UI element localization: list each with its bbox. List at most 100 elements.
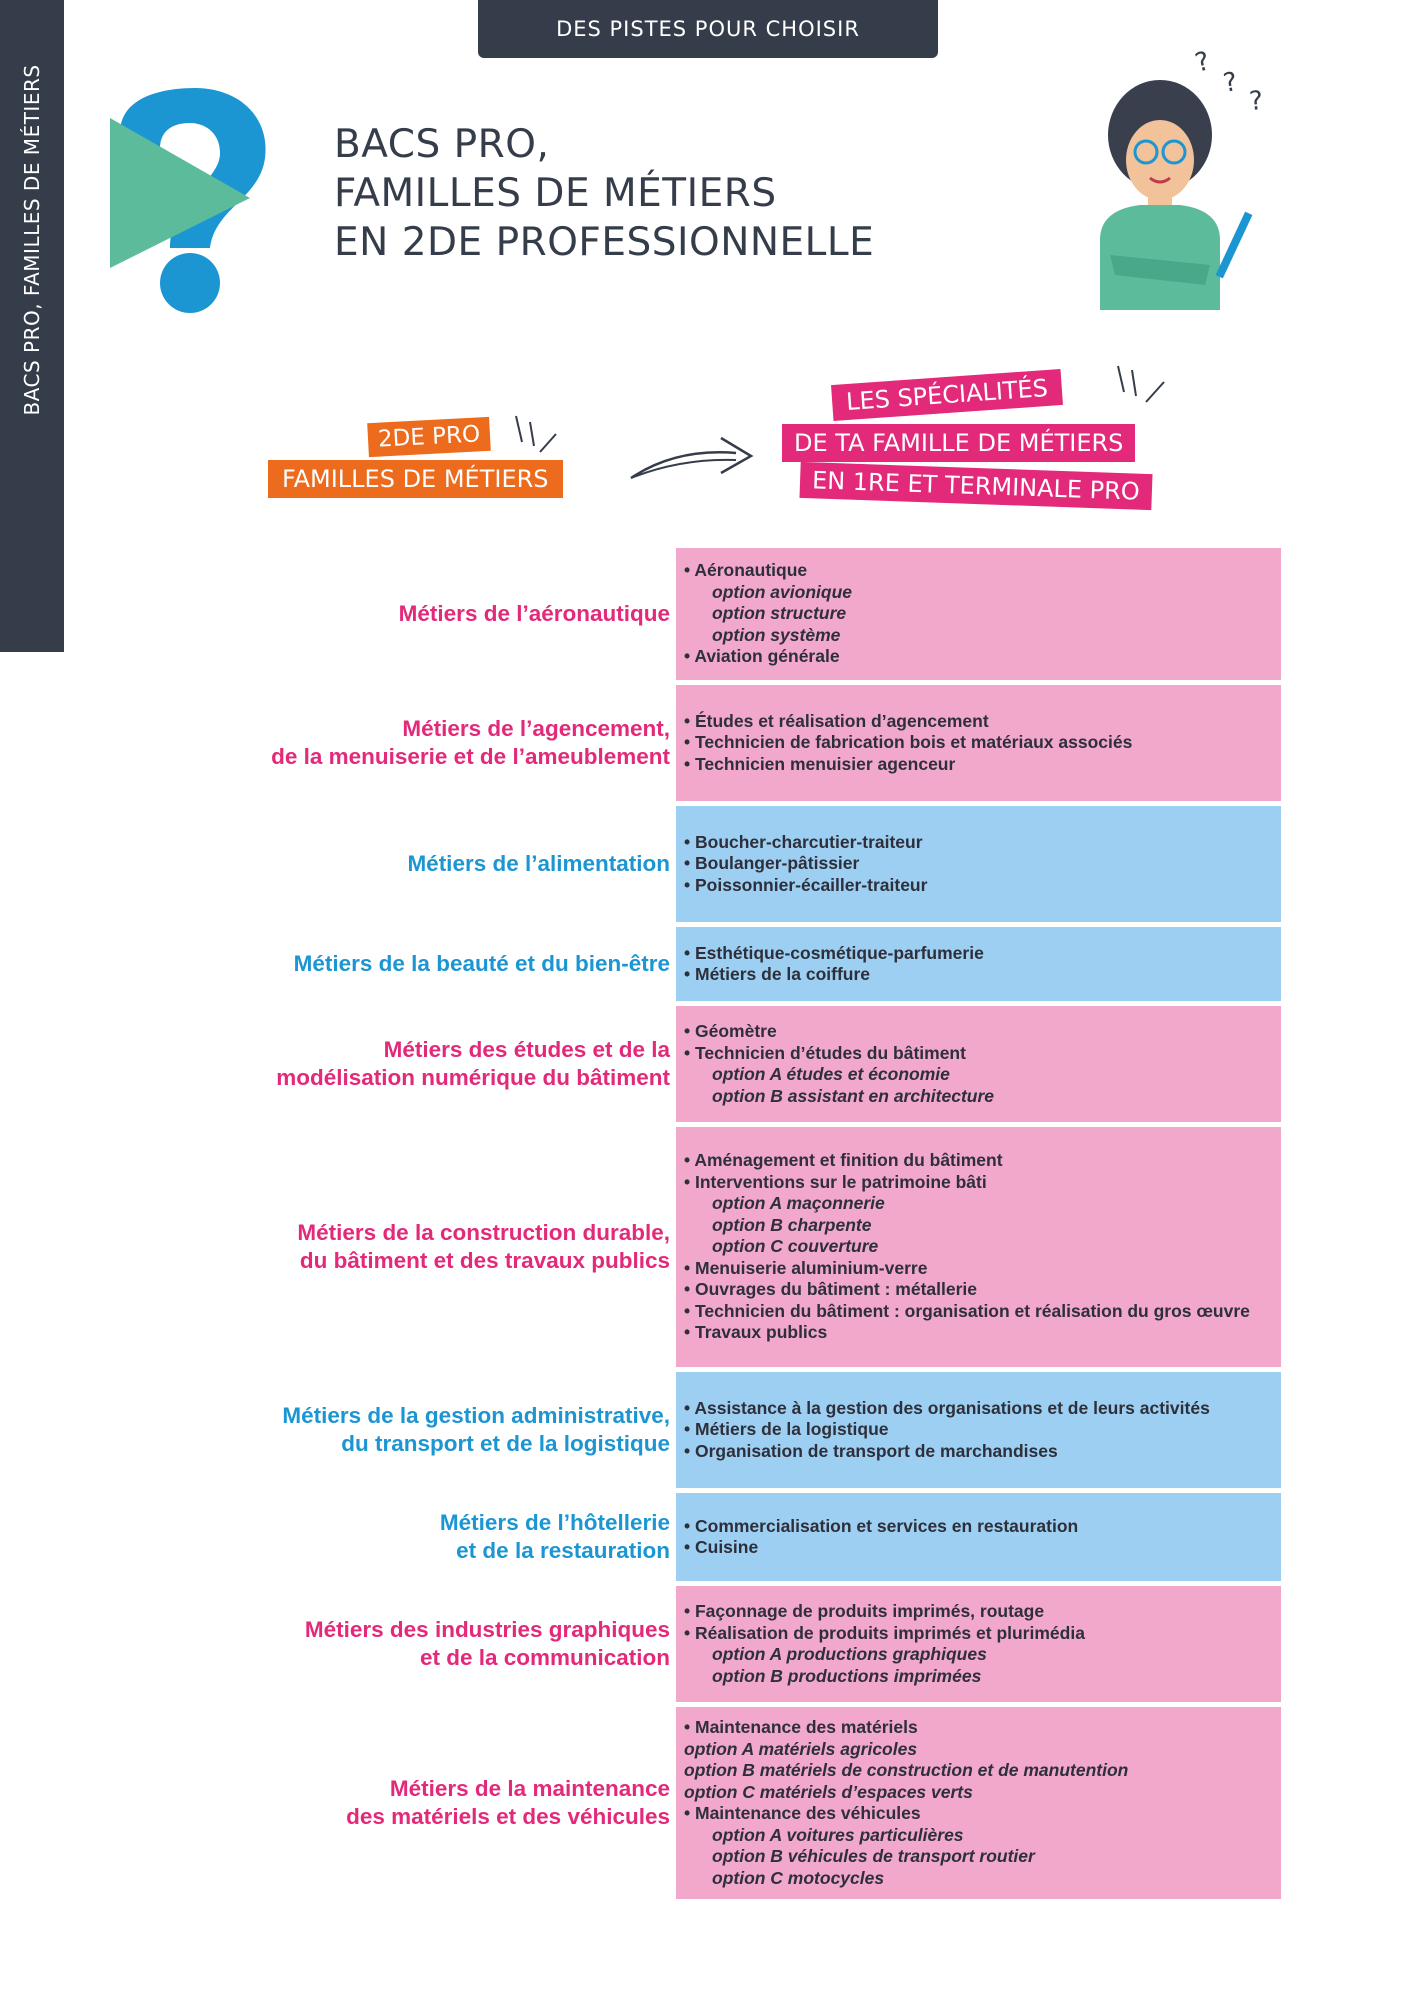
family-label: Métiers de la maintenance des matériels e… [346,1775,670,1831]
speciality-item: • Métiers de la coiffure [684,964,871,984]
emphasis-ticks-icon [515,415,557,453]
family-label: Métiers de la gestion administrative,du … [282,1402,670,1458]
family-label-line: Métiers de l’alimentation [407,851,670,876]
speciality-option: option B charpente [712,1214,872,1235]
family-row: Métiers de l’hôtellerie et de la restaura… [0,1493,1414,1581]
specialities-list: • Études et réalisation d’agencement• Te… [684,711,1273,776]
speciality-option: option A voitures particulières [712,1824,964,1845]
specialities-box: • Esthétique-cosmétique-parfumerie• Méti… [676,927,1281,1001]
family-label-line: Métiers de l’agencement, [402,716,670,741]
family-label: Métiers de la construction durable, du bâ… [297,1219,670,1275]
speciality-item: • Commercialisation et services en resta… [684,1515,1079,1536]
family-label-line: modélisation numérique du bâtiment [276,1065,670,1090]
speciality-item: • Technicien menuisier agenceur [684,753,956,774]
family-row: Métiers de l’agencement,de la menuiserie… [0,685,1414,801]
speciality-option: option structure [712,603,847,623]
speciality-option: option A productions graphiques [712,1644,987,1664]
specialities-list: • Assistance à la gestion des organisati… [684,1398,1273,1463]
side-band-text: BACS PRO, FAMILLES DE MÉTIERS [20,64,44,416]
speciality-option: option B productions imprimées [712,1665,982,1686]
family-label-line: Métiers de l’hôtellerie [439,1510,670,1535]
family-label-line: du bâtiment et des travaux publics [299,1248,670,1273]
speciality-item: • Métiers de la logistique [684,1419,889,1439]
family-row: Métiers de la gestion administrative,du … [0,1372,1414,1488]
family-row: Métiers des industries graphiques et de l… [0,1586,1414,1702]
arrow-icon [630,436,754,480]
speciality-item: • Technicien de fabrication bois et maté… [684,732,1133,752]
speciality-item: • Technicien du bâtiment : organisation … [684,1300,1250,1321]
speciality-item: • Études et réalisation d’agencement [684,710,989,731]
family-label-line: Métiers de la beauté et du bien-être [293,951,670,976]
title-line-1: BACS PRO, [334,122,550,167]
family-row: Métiers de la maintenance des matériels e… [0,1707,1414,1899]
speciality-item: • Ouvrages du bâtiment : métallerie [684,1279,978,1299]
section-banner: DES PISTES POUR CHOISIR [478,0,938,58]
svg-text:?: ? [1192,46,1213,79]
title-line-2: FAMILLES DE MÉTIERS [334,171,777,216]
specialities-list: • Géomètre• Technicien d’études du bâtim… [684,1021,1273,1107]
speciality-item: • Façonnage de produits imprimés, routag… [684,1601,1045,1621]
svg-text:?: ? [1248,86,1264,117]
side-band: BACS PRO, FAMILLES DE MÉTIERS [0,0,64,652]
speciality-item: • Boulanger-pâtissier [684,853,860,873]
family-label: Métiers de la beauté et du bien-être [294,950,670,978]
speciality-item: • Menuiserie aluminium-verre [684,1257,928,1278]
speciality-option: option B véhicules de transport routier [712,1846,1035,1866]
speciality-item: • Travaux publics [684,1322,828,1342]
family-label-line: Métiers des industries graphiques [304,1617,670,1642]
speciality-item: • Aviation générale [684,646,840,666]
speciality-item: • Esthétique-cosmétique-parfumerie [684,942,984,963]
speciality-item: • Poissonnier-écailler-traiteur [684,874,928,895]
speciality-item: • Boucher-charcutier-traiteur [684,831,923,852]
speciality-option: option B matériels de construction et de… [684,1760,1129,1780]
specialities-list: • Boucher-charcutier-traiteur• Boulanger… [684,832,1273,897]
character-illustration: ? ? ? [1100,46,1264,310]
specialities-box: • Commercialisation et services en resta… [676,1493,1281,1581]
family-label-line: et de la communication [419,1645,670,1670]
speciality-item: • Assistance à la gestion des organisati… [684,1397,1210,1418]
speciality-option: option C couverture [712,1236,879,1256]
specialities-list: • Commercialisation et services en resta… [684,1516,1273,1559]
speciality-item: • Cuisine [684,1537,759,1557]
speciality-item: • Maintenance des matériels [684,1717,918,1737]
tag-1re-terminale: EN 1RE ET TERMINALE PRO [799,461,1153,511]
speciality-option: option A matériels agricoles [684,1738,918,1759]
specialities-list: • Aménagement et finition du bâtiment• I… [684,1150,1273,1344]
speciality-item: • Technicien d’études du bâtiment [684,1042,966,1063]
family-label: Métiers des industries graphiques et de l… [305,1616,670,1672]
specialities-list: • Façonnage de produits imprimés, routag… [684,1601,1273,1687]
speciality-item: • Maintenance des véhicules [684,1803,921,1823]
specialities-list: • Esthétique-cosmétique-parfumerie• Méti… [684,943,1273,986]
tag-les-specialites: LES SPÉCIALITÉS [831,369,1064,421]
specialities-box: • Aménagement et finition du bâtiment• I… [676,1127,1281,1367]
tag-de-ta-famille: DE TA FAMILLE DE MÉTIERS [782,424,1136,462]
speciality-item: • Aéronautique [684,560,808,580]
family-label-line: Métiers de la gestion administrative, [282,1403,670,1428]
family-row: Métiers de la construction durable, du bâ… [0,1127,1414,1367]
svg-text:?: ? [1221,67,1240,99]
specialities-box: • Façonnage de produits imprimés, routag… [676,1586,1281,1702]
specialities-box: • Géomètre• Technicien d’études du bâtim… [676,1006,1281,1122]
family-label-line: Métiers de la maintenance [389,1776,670,1801]
family-label: Métiers de l’aéronautique [399,600,670,628]
family-label-line: des matériels et des véhicules [346,1804,670,1829]
family-row: Métiers de l’alimentation • Boucher-charc… [0,806,1414,922]
speciality-option: option C motocycles [712,1867,885,1888]
speciality-option: option C matériels d’espaces verts [684,1781,973,1802]
speciality-option: option B assistant en architecture [712,1085,995,1106]
family-row: Métiers de la beauté et du bien-être • Es… [0,927,1414,1001]
specialities-box: • Études et réalisation d’agencement• Te… [676,685,1281,801]
family-label-line: Métiers de l’aéronautique [398,601,670,626]
family-label-line: Métiers de la construction durable, [297,1220,670,1245]
tag-familles-de-metiers: FAMILLES DE MÉTIERS [268,460,563,498]
family-label-line: et de la restauration [456,1538,670,1563]
specialities-box: • Assistance à la gestion des organisati… [676,1372,1281,1488]
speciality-item: • Réalisation de produits imprimés et pl… [684,1622,1085,1643]
specialities-box: • Boucher-charcutier-traiteur• Boulanger… [676,806,1281,922]
tag-2de-pro: 2DE PRO [367,416,491,458]
question-mark-icon [110,88,266,313]
